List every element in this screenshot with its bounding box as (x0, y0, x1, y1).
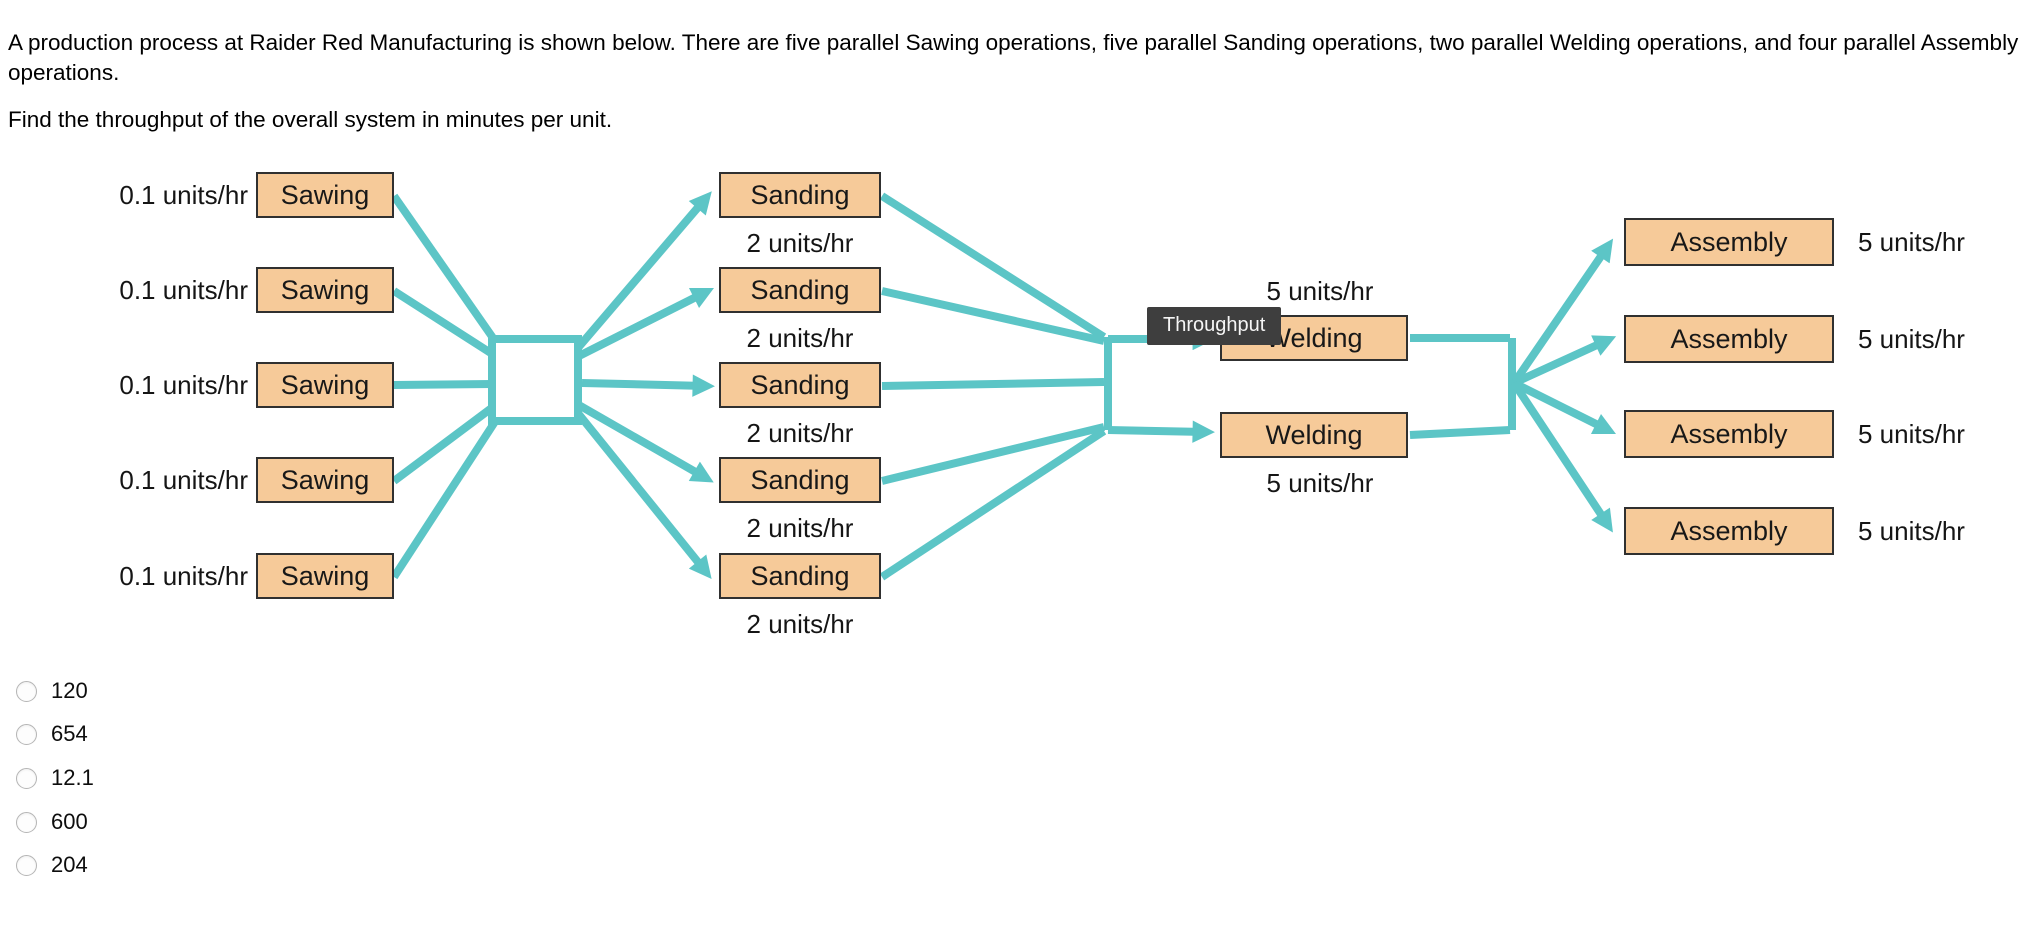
option-radio-600[interactable] (16, 811, 37, 833)
junction-square (488, 335, 582, 425)
sawing-rate-label: 0.1 units/hr (119, 275, 248, 305)
welding-box: Welding (1220, 412, 1408, 458)
option-label[interactable]: 12.1 (51, 765, 94, 790)
sanding-box: Sanding (719, 362, 881, 408)
sawing-box: Sawing (256, 553, 394, 599)
sanding-rate-label: 2 units/hr (746, 609, 854, 639)
option-radio-12.1[interactable] (16, 767, 37, 789)
option-label[interactable]: 654 (51, 721, 88, 746)
junction-to-sanding-arrows (573, 191, 715, 579)
sawing-rate-label: 0.1 units/hr (119, 465, 248, 495)
assembly-box: Assembly (1624, 218, 1834, 266)
sawing-to-junction-lines (390, 193, 504, 580)
answer-option-row: 12.1 (16, 765, 94, 790)
sanding-box: Sanding (719, 267, 881, 313)
assembly-rate-label: 5 units/hr (1858, 324, 1965, 354)
junction-to-assembly-arrows (1510, 238, 1617, 533)
answer-option-row: 204 (16, 852, 88, 877)
sanding-box: Sanding (719, 553, 881, 599)
question-prompt: Find the throughput of the overall syste… (8, 106, 613, 132)
option-label[interactable]: 120 (51, 678, 88, 703)
sawing-box: Sawing (256, 457, 394, 503)
junction-to-welding-arrows (1107, 327, 1215, 443)
sawing-rate-label: 0.1 units/hr (119, 561, 248, 591)
assembly-box: Assembly (1624, 410, 1834, 458)
assembly-rate-label: 5 units/hr (1858, 419, 1965, 449)
answer-option-row: 120 (16, 678, 88, 703)
sawing-rate-label: 0.1 units/hr (119, 370, 248, 400)
welding-to-junction-lines (1409, 334, 1511, 439)
assembly-rate-label: 5 units/hr (1858, 227, 1965, 257)
assembly-box: Assembly (1624, 315, 1834, 363)
throughput-tooltip: Throughput (1147, 307, 1282, 345)
sanding-rate-label: 2 units/hr (746, 323, 854, 353)
sanding-box: Sanding (719, 172, 881, 218)
option-label[interactable]: 204 (51, 852, 88, 877)
sanding-to-junction-lines (879, 192, 1107, 581)
welding-rate-label-bottom: 5 units/hr (1266, 468, 1374, 498)
assembly-rate-label: 5 units/hr (1858, 516, 1965, 546)
answer-option-row: 654 (16, 721, 88, 746)
question-text: A production process at Raider Red Manuf… (8, 29, 2019, 85)
option-radio-654[interactable] (16, 723, 37, 745)
welding-rate-label-top: 5 units/hr (1266, 276, 1374, 306)
sawing-rate-label: 0.1 units/hr (119, 180, 248, 210)
sanding-box: Sanding (719, 457, 881, 503)
sawing-box: Sawing (256, 267, 394, 313)
sanding-rate-label: 2 units/hr (746, 418, 854, 448)
answer-option-row: 600 (16, 809, 88, 834)
assembly-box: Assembly (1624, 507, 1834, 555)
sawing-box: Sawing (256, 172, 394, 218)
sanding-rate-label: 2 units/hr (746, 228, 854, 258)
option-label[interactable]: 600 (51, 809, 88, 834)
sanding-rate-label: 2 units/hr (746, 513, 854, 543)
sawing-box: Sawing (256, 362, 394, 408)
option-radio-204[interactable] (16, 854, 37, 876)
option-radio-120[interactable] (16, 680, 37, 702)
